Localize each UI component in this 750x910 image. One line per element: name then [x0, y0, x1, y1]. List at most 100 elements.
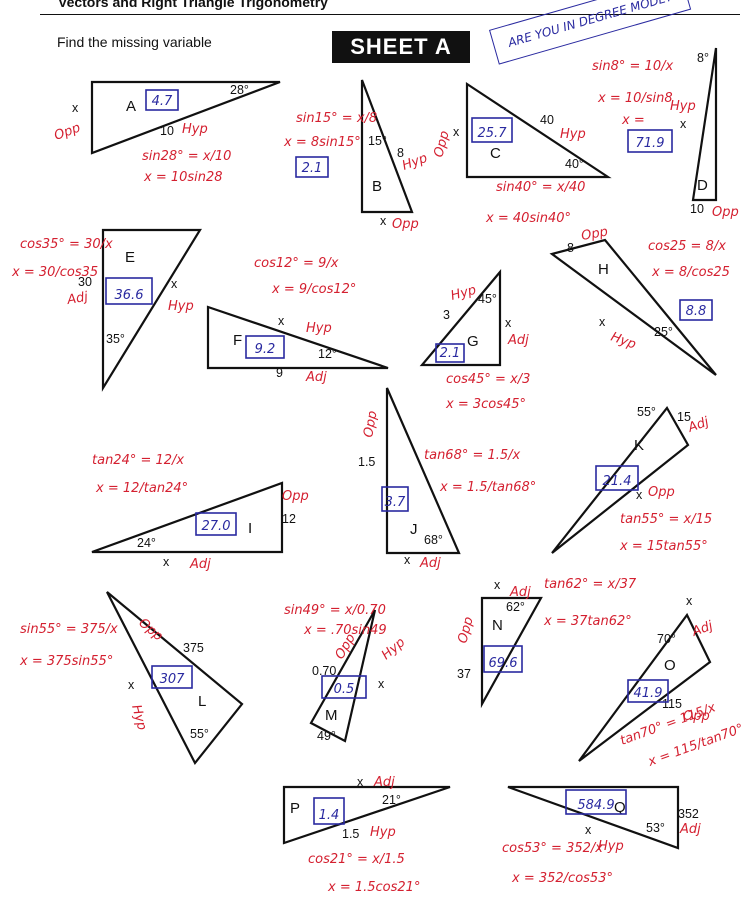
- note-f-3: Hyp: [306, 321, 332, 336]
- note-h-2: cos25 = 8/x: [648, 239, 726, 254]
- note-e-4: Hyp: [168, 299, 194, 314]
- side-label-j-2: 68°: [424, 533, 443, 547]
- side-label-q-3: x: [585, 823, 592, 837]
- note-c-2: Hyp: [560, 127, 586, 142]
- note-e-3: Adj: [65, 289, 89, 308]
- answer-box-l: [151, 665, 193, 689]
- triangle-letter-e: E: [125, 249, 135, 266]
- note-p-1: Adj: [373, 775, 395, 790]
- note-k-1: Adj: [685, 414, 711, 436]
- note-b-3: Hyp: [400, 151, 429, 174]
- answer-box-m: [321, 675, 367, 699]
- note-j-4: Adj: [419, 556, 441, 571]
- triangle-d: [691, 47, 718, 202]
- note-j-2: tan68° = 1.5/x: [424, 448, 521, 463]
- answer-value-b: 2.1: [302, 161, 323, 176]
- note-i-3: Opp: [282, 489, 309, 504]
- side-label-l-3: 55°: [190, 727, 209, 741]
- note-d-1: sin8° = 10/x: [592, 59, 673, 74]
- answer-value-c: 25.7: [478, 126, 508, 141]
- side-label-n-3: 37: [457, 667, 471, 681]
- side-label-h-3: 25°: [654, 325, 673, 339]
- answer-box-d: [627, 129, 673, 153]
- note-m-4: Hyp: [379, 635, 408, 663]
- side-label-j-3: x: [404, 553, 411, 567]
- answer-value-l: 307: [160, 672, 186, 687]
- side-label-i-1: 12: [282, 512, 296, 526]
- note-k-4: x = 15tan55°: [619, 539, 708, 554]
- triangle-letter-i: I: [248, 520, 252, 537]
- triangle-letter-j: J: [410, 521, 418, 538]
- answer-value-d: 71.9: [636, 136, 665, 151]
- note-l-2: x = 375sin55°: [19, 654, 113, 669]
- note-m-1: sin49° = x/0.70: [284, 603, 386, 618]
- triangle-letter-l: L: [198, 693, 206, 710]
- side-label-j-1: 1.5: [358, 455, 375, 469]
- note-h-1: Opp: [580, 225, 609, 244]
- sheet-label: SHEET A: [332, 31, 470, 63]
- triangle-letter-b: B: [372, 178, 382, 195]
- answer-value-f: 9.2: [255, 342, 276, 357]
- side-label-i-2: 24°: [137, 536, 156, 550]
- triangle-g: [419, 268, 502, 367]
- side-label-k-2: 15: [677, 410, 691, 424]
- triangle-c: [465, 81, 612, 179]
- side-label-b-2: 8: [397, 146, 404, 160]
- note-g-1: Hyp: [449, 283, 478, 304]
- note-q-1: Adj: [679, 822, 701, 837]
- side-label-a-1: 28°: [230, 83, 249, 97]
- note-e-2: x = 30/cos35: [11, 265, 98, 280]
- side-label-m-2: 0.70: [312, 664, 336, 678]
- note-c-1: Opp: [431, 129, 452, 159]
- triangle-a: [90, 80, 281, 155]
- side-label-b-3: x: [380, 214, 387, 228]
- note-j-1: Opp: [361, 410, 380, 439]
- triangle-k: [551, 406, 690, 554]
- side-label-e-1: 30: [78, 275, 92, 289]
- note-n-4: Opp: [455, 615, 476, 645]
- note-o-2: Opp: [683, 709, 710, 724]
- side-label-f-1: x: [278, 314, 285, 328]
- triangle-letter-d: D: [697, 177, 708, 194]
- answer-box-a: [145, 89, 179, 111]
- note-d-3: x =: [621, 113, 645, 128]
- note-h-4: Hyp: [609, 330, 638, 353]
- note-d-4: Hyp: [670, 99, 696, 114]
- answer-box-g: [435, 343, 465, 363]
- note-j-3: x = 1.5/tan68°: [439, 480, 536, 495]
- answer-box-i: [195, 512, 237, 536]
- triangle-letter-m: M: [325, 707, 338, 724]
- side-label-o-3: 115: [662, 697, 682, 711]
- side-label-b-1: 15°: [368, 134, 387, 148]
- side-label-n-1: x: [494, 578, 501, 592]
- side-label-e-2: x: [171, 277, 178, 291]
- side-label-o-2: 70°: [657, 632, 676, 646]
- triangle-h: [549, 238, 717, 376]
- triangle-letter-o: O: [664, 657, 676, 674]
- note-p-4: x = 1.5cos21°: [327, 880, 420, 895]
- note-g-4: x = 3cos45°: [445, 397, 526, 412]
- answer-box-h: [679, 299, 713, 321]
- note-i-1: tan24° = 12/x: [92, 453, 184, 468]
- answer-box-c: [471, 117, 513, 143]
- triangle-letter-p: P: [290, 800, 300, 817]
- note-k-3: tan55° = x/15: [620, 512, 712, 527]
- triangle-letter-n: N: [492, 617, 503, 634]
- note-i-4: Adj: [189, 557, 211, 572]
- answer-value-e: 36.6: [115, 288, 144, 303]
- header-band: Vectors and Right Triangle Trigonometry: [40, 0, 740, 15]
- note-h-3: x = 8/cos25: [651, 265, 730, 280]
- side-label-q-2: 53°: [646, 821, 665, 835]
- side-label-d-3: 10: [690, 202, 704, 216]
- side-label-p-3: 1.5: [342, 827, 359, 841]
- triangle-letter-a: A: [126, 98, 136, 115]
- note-m-2: x = .70sin49: [303, 623, 387, 638]
- note-c-4: x = 40sin40°: [485, 211, 571, 226]
- answer-box-p: [313, 797, 345, 825]
- answer-value-n: 69.6: [489, 656, 518, 671]
- side-label-k-1: 55°: [637, 405, 656, 419]
- triangle-q: [507, 785, 680, 850]
- answer-value-h: 8.8: [686, 304, 707, 319]
- answer-value-i: 27.0: [202, 519, 231, 534]
- triangle-o: [578, 612, 712, 762]
